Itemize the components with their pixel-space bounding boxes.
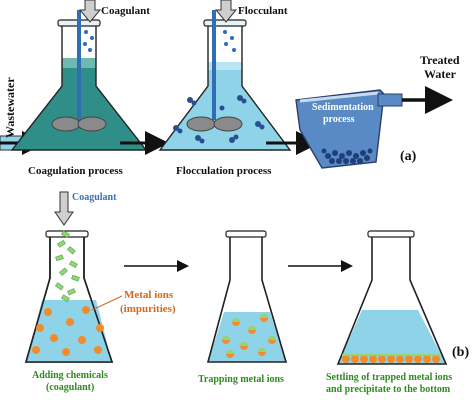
coagulant-label-bottom: Coagulant (72, 192, 117, 203)
metal-ions-label: Metal ions (124, 289, 174, 301)
step1-line2: (coagulant) (46, 382, 94, 393)
flocculant-label: Flocculant (238, 5, 288, 17)
settled-ions (342, 354, 440, 363)
panel-b-tag: (b) (452, 345, 469, 360)
trapped-ions (222, 314, 276, 358)
metal-ions-pointer (91, 295, 123, 311)
coagulation-paddle-right (77, 116, 107, 132)
flask-settling (336, 230, 448, 365)
step1-line1: Adding chemicals (32, 370, 108, 381)
floc-particles (173, 95, 265, 144)
coagulant-feed-arrow (78, 0, 102, 23)
coagulation-caption: Coagulation process (28, 165, 124, 177)
sedimentation-label: Sedimentation (312, 102, 374, 113)
coagulation-flask (10, 10, 148, 151)
sludge-bed (321, 148, 373, 164)
flocculation-water (160, 62, 290, 150)
water-label: Water (424, 67, 457, 81)
sedimentation-tank (295, 89, 403, 169)
flask-adding-chemicals (24, 230, 114, 363)
coagulant-feed-arrow-bottom (54, 191, 74, 226)
panel-a-tag: (a) (400, 149, 417, 164)
coagulant-label-top: Coagulant (101, 5, 150, 17)
flocculant-feed-arrow (214, 0, 238, 23)
step2-caption: Trapping metal ions (198, 374, 284, 385)
coagulation-paddle-left (51, 116, 81, 132)
flask-trapping (206, 230, 288, 363)
flocculation-stirrer-shaft (212, 10, 216, 120)
impurities-label: (impurities) (120, 303, 176, 315)
step3-line2: and precipitate to the bottom (326, 384, 451, 395)
process-label: process (323, 114, 355, 125)
flocculation-caption: Flocculation process (176, 165, 272, 177)
treated-label: Treated (420, 53, 460, 67)
wastewater-label: Wastewater (3, 77, 17, 138)
flocculation-paddle-left (186, 116, 216, 132)
step3-line1: Settling of trapped metal ions (326, 372, 452, 383)
flocculation-paddle-right (213, 116, 243, 132)
metal-ions (32, 306, 104, 356)
flocculation-flask (158, 10, 292, 151)
coagulation-stirrer-shaft (77, 10, 81, 120)
coagulant-flakes (54, 230, 80, 303)
